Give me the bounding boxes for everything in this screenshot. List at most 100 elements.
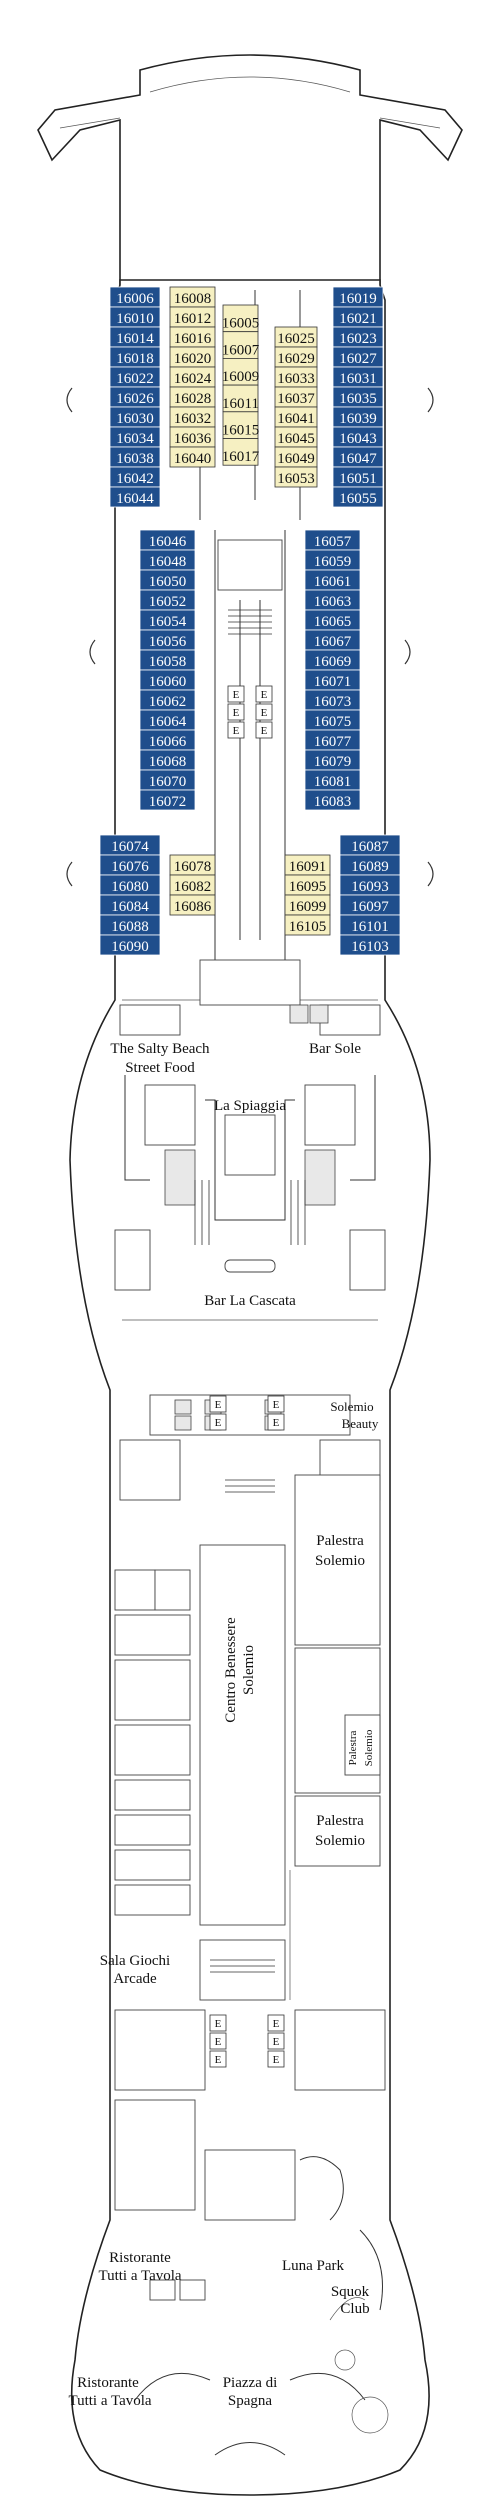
label-arcade: Arcade [113,1971,157,1987]
cabin-number: 16009 [222,369,260,385]
cabins-forward-left-inner: 1600816012160161602016024160281603216036… [169,286,216,468]
cabin-16051: 16051 [332,466,384,488]
label-spagna: Spagna [228,2393,273,2409]
elevator-letter: E [273,2054,280,2066]
label-ristorante-b: Ristorante [77,2375,139,2391]
cabin-16074: 16074 [99,834,161,856]
elevator-marker: E [209,2032,227,2050]
cabin-number: 16081 [314,774,352,790]
elevator-letter: E [215,2054,222,2066]
label-palestra-small-2: Solemio [363,1729,375,1766]
cabin-16066: 16066 [139,729,196,751]
label-solemio-beauty-2: Beauty [342,1416,379,1431]
cabin-16091: 16091 [284,854,331,876]
cabin-16069: 16069 [304,649,361,671]
cabin-16031: 16031 [332,366,384,388]
cabin-16064: 16064 [139,709,196,731]
cabin-number: 16086 [174,899,212,915]
cabin-16043: 16043 [332,426,384,448]
cabin-16055: 16055 [332,486,384,508]
cabin-16062: 16062 [139,689,196,711]
cabin-16019: 16019 [332,286,384,308]
label-centro-benessere: Centro Benessere [223,1617,239,1723]
cabin-number: 16047 [339,451,377,467]
cabin-16040: 16040 [169,446,216,468]
elevator-marker: E [255,703,273,721]
cabin-16029: 16029 [274,346,318,368]
cabin-number: 16099 [289,899,327,915]
cabin-number: 16061 [314,574,352,590]
stairs [228,609,272,635]
cabin-16095: 16095 [284,874,331,896]
cabin-number: 16037 [277,391,315,407]
elevator-marker: E [255,721,273,739]
cabin-16075: 16075 [304,709,361,731]
cabin-number: 16016 [174,331,212,347]
cabin-16093: 16093 [339,874,401,896]
cabin-16090: 16090 [99,934,161,956]
cabin-number: 16015 [222,423,260,439]
cabin-number: 16026 [116,391,154,407]
cabin-16022: 16022 [109,366,161,388]
cabin-16103: 16103 [339,934,401,956]
label-bar-sole: Bar Sole [309,1041,361,1057]
cabin-number: 16069 [314,654,352,670]
cabin-16058: 16058 [139,649,196,671]
cabin-16071: 16071 [304,669,361,691]
cabin-number: 16091 [289,859,327,875]
pool-area-structure [114,959,386,1321]
elevator-marker: E [209,1413,227,1431]
label-piazza: Piazza di [223,2375,278,2391]
cabin-number: 16028 [174,391,212,407]
cabin-16035: 16035 [332,386,384,408]
cabin-number: 16065 [314,614,352,630]
cabin-16026: 16026 [109,386,161,408]
elevator-letter: E [273,2018,280,2030]
label-tutti-a-tavola-a: Tutti a Tavola [98,2268,181,2284]
cabin-number: 16038 [116,451,154,467]
cabin-number: 16089 [351,859,389,875]
cabin-16046: 16046 [139,529,196,551]
cabin-16078: 16078 [169,854,216,876]
cabin-16060: 16060 [139,669,196,691]
cabin-number: 16029 [277,351,315,367]
cabin-16027: 16027 [332,346,384,368]
cabin-number: 16006 [116,291,154,307]
elevator-letter: E [273,2036,280,2048]
cabin-number: 16052 [149,594,187,610]
cabin-16056: 16056 [139,629,196,651]
cabin-16028: 16028 [169,386,216,408]
cabin-number: 16077 [314,734,352,750]
cabin-16033: 16033 [274,366,318,388]
cabin-number: 16051 [339,471,377,487]
cabin-number: 16083 [314,794,352,810]
cabin-number: 16032 [174,411,212,427]
cabin-number: 16034 [116,431,154,447]
cabin-16034: 16034 [109,426,161,448]
cabin-16081: 16081 [304,769,361,791]
cabin-number: 16042 [116,471,154,487]
balcony-markers [66,387,434,887]
cabin-number: 16031 [339,371,377,387]
label-palestra-small: Palestra [347,1730,359,1765]
cabin-16059: 16059 [304,549,361,571]
cabin-number: 16073 [314,694,352,710]
cabin-16088: 16088 [99,914,161,936]
cabin-16011: 16011 [222,384,259,413]
cabin-number: 16078 [174,859,212,875]
cabin-16089: 16089 [339,854,401,876]
cabin-16032: 16032 [169,406,216,428]
label-centro-solemio: Solemio [241,1645,257,1695]
label-sala-giochi: Sala Giochi [100,1953,170,1969]
cabin-16097: 16097 [339,894,401,916]
cabin-16024: 16024 [169,366,216,388]
cabin-number: 16060 [149,674,187,690]
cabin-number: 16062 [149,694,187,710]
elevator-letter: E [233,725,240,737]
cabin-16006: 16006 [109,286,161,308]
cabin-number: 16070 [149,774,187,790]
cabin-number: 16054 [149,614,187,630]
cabin-number: 16035 [339,391,377,407]
